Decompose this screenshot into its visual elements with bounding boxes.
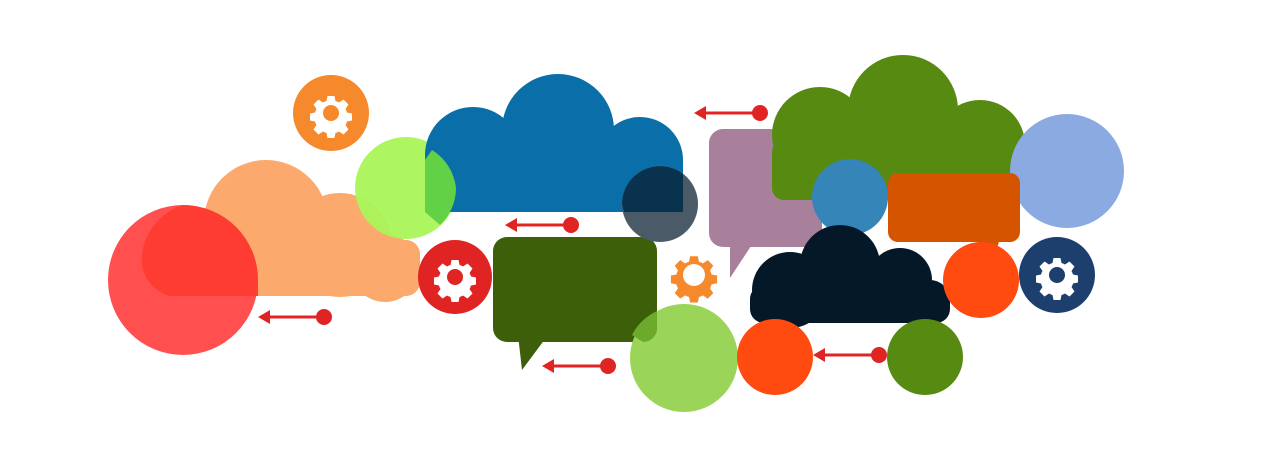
arrow-icon [542,358,616,374]
red-circle [108,205,258,355]
orange-red-circle-bottom [737,319,813,395]
arrow-icon [505,217,579,233]
arrow-icon [813,347,887,363]
gear-icon [310,96,352,138]
dark-cloud-icon [750,225,950,328]
orange-red-circle [943,242,1019,318]
red-gear-badge [418,240,492,314]
orange-gear-badge [293,75,369,151]
overlap-shape [425,150,456,225]
light-green-circle [630,304,738,412]
arrow-icon [258,309,332,325]
arrow-icon [694,105,768,121]
gear-icon [1036,258,1078,300]
olive-circle [887,319,963,395]
chat-bubble-icon [493,237,657,370]
blue-gear-badge [1019,237,1095,313]
steel-blue-circle [812,159,888,235]
periwinkle-circle [1010,114,1124,228]
gear-icon [434,260,476,302]
gear-icon [670,256,718,303]
orange-gear-small [670,256,718,303]
slate-circle [622,166,698,242]
